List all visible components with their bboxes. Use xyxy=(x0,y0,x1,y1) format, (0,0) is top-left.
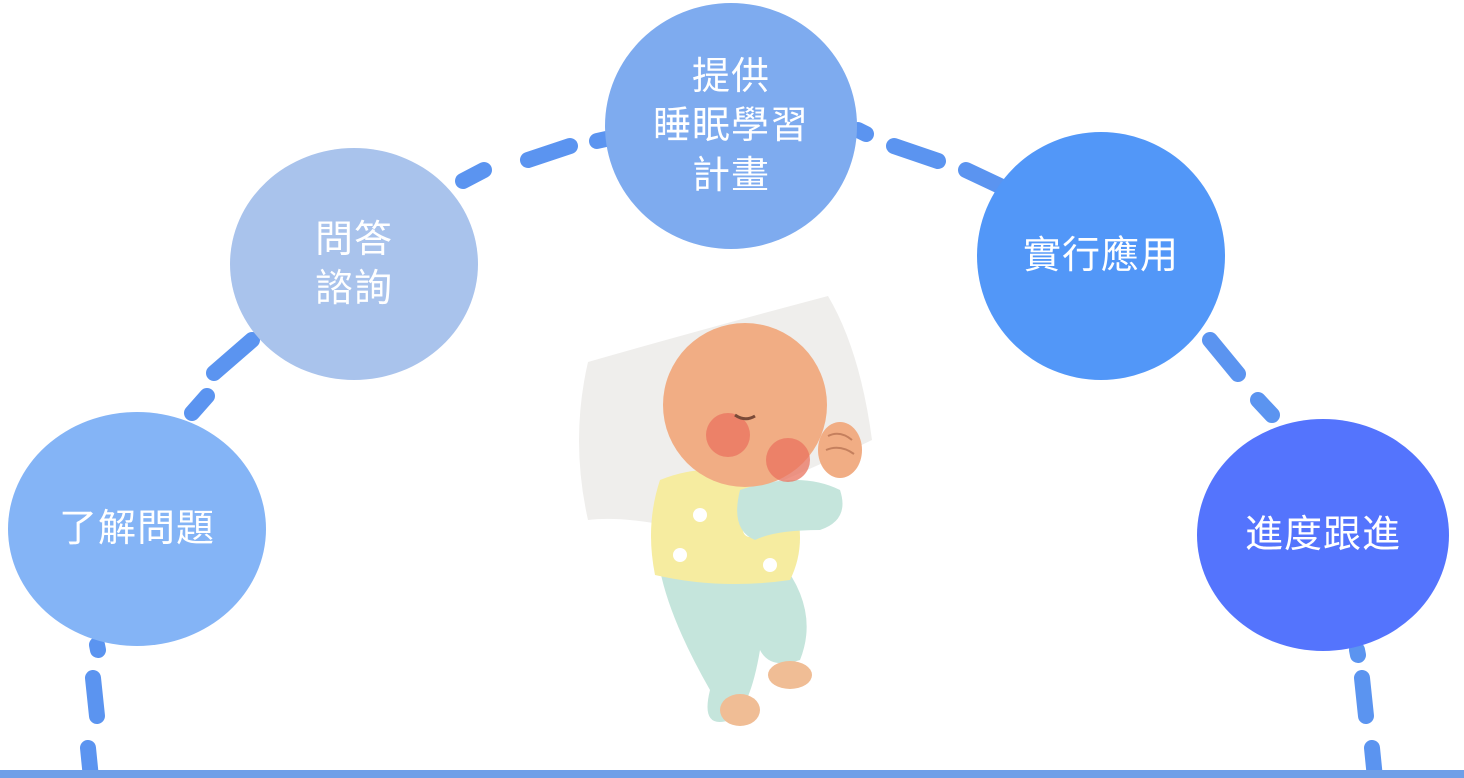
step-3-label-line-2: 睡眠學習 xyxy=(652,103,809,148)
baby-sleeve xyxy=(737,480,843,540)
connector-dash xyxy=(958,162,1008,194)
connector-dash xyxy=(589,131,614,149)
connector-dash xyxy=(1349,642,1366,663)
step-3-circle[interactable]: 提供 睡眠學習 計畫 xyxy=(605,3,857,249)
step-1-label: 了解問題 xyxy=(58,506,215,551)
sleeping-baby-illustration xyxy=(579,296,872,726)
step-3-label-line-1: 提供 xyxy=(691,53,770,98)
baby-foot xyxy=(768,661,812,689)
baby-foot xyxy=(720,694,760,726)
bottom-bar xyxy=(0,770,1464,778)
connector-dash xyxy=(206,332,260,381)
baby-eye xyxy=(734,413,756,421)
baby-cheek xyxy=(766,438,810,482)
connector-dash xyxy=(184,388,215,421)
connector-dash xyxy=(886,138,946,169)
step-2-label-line-1: 問答 xyxy=(314,216,393,261)
connector-dash xyxy=(85,670,105,724)
connector-dash xyxy=(850,122,874,142)
step-1-circle[interactable]: 了解問題 xyxy=(8,412,266,646)
step-4-label: 實行應用 xyxy=(1022,233,1179,278)
connector-dash xyxy=(1250,392,1280,423)
connector-dash xyxy=(455,162,492,189)
step-3-label-line-3: 計畫 xyxy=(691,152,770,197)
step-5-label: 進度跟進 xyxy=(1244,512,1401,557)
connector-dash xyxy=(89,637,106,658)
step-2-circle[interactable]: 問答 諮詢 xyxy=(230,148,478,380)
connector-dashes xyxy=(80,122,1383,778)
step-4-circle[interactable]: 實行應用 xyxy=(977,132,1225,380)
connector-dash xyxy=(1354,670,1374,724)
step-2-label-line-2: 諮詢 xyxy=(314,266,393,310)
connector-dash xyxy=(1202,332,1246,382)
baby-cheek xyxy=(706,413,750,457)
baby-hand xyxy=(818,422,862,478)
step-5-circle[interactable]: 進度跟進 xyxy=(1197,419,1449,651)
connector-dash xyxy=(520,138,578,168)
